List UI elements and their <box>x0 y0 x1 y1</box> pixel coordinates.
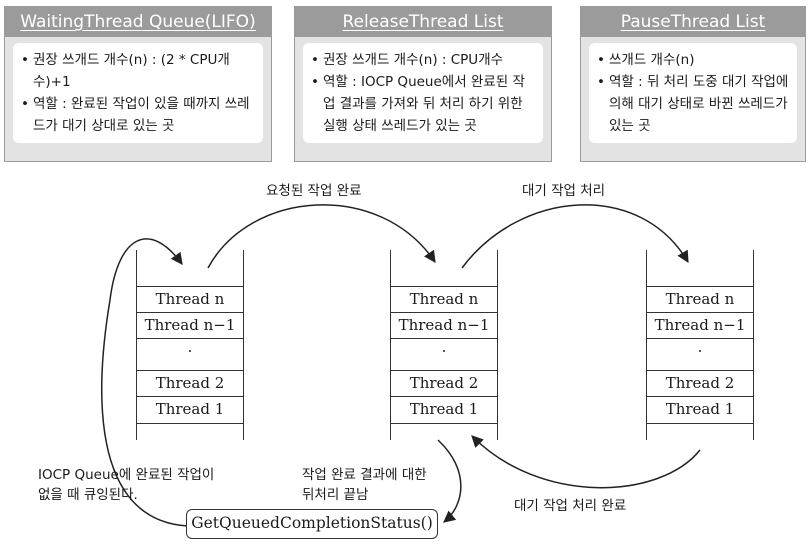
label-queued-line-1: IOCP Queue에 완료된 작업이 <box>38 467 215 483</box>
release-slot-thread-1: Thread 1 <box>391 396 497 424</box>
waiting-count-item: 권장 쓰개드 개수(n) : (2 * CPU개수)+1 <box>21 49 255 93</box>
waiting-slot-thread-1: Thread 1 <box>137 396 243 424</box>
waiting-thread-queue-title: WaitingThread Queue(LIFO) <box>5 7 271 37</box>
waiting-thread-stack: Thread n Thread n−1 · Thread 2 Thread 1 <box>136 250 244 440</box>
waiting-role-item: 역할 : 완료된 작업이 있을 때까지 쓰레드가 대기 상대로 있는 곳 <box>21 93 255 137</box>
pause-slot-thread-n: Thread n <box>647 286 753 312</box>
arrow-wait-process-done <box>471 435 701 489</box>
waiting-slot-thread-n-1: Thread n−1 <box>137 312 243 338</box>
pause-thread-list-title: PauseThread List <box>581 7 805 37</box>
pause-slot-ellipsis: · <box>647 338 753 364</box>
release-thread-stack: Thread n Thread n−1 · Thread 2 Thread 1 <box>390 250 498 440</box>
pause-thread-list-body: 쓰개드 개수(n) 역할 : 뒤 처리 도중 대기 작업에 의해 대기 상태로 … <box>589 43 797 143</box>
arrow-request-complete <box>207 204 436 269</box>
arrow-wait-process <box>461 204 689 269</box>
waiting-thread-queue-panel: WaitingThread Queue(LIFO) 권장 쓰개드 개수(n) :… <box>4 6 272 162</box>
pause-count-item: 쓰개드 개수(n) <box>597 49 789 71</box>
release-slot-thread-2: Thread 2 <box>391 370 497 396</box>
label-request-complete: 요청된 작업 완료 <box>266 183 362 199</box>
get-queued-completion-status-box: GetQueuedCompletionStatus() <box>186 509 438 539</box>
pause-slot-thread-n-1: Thread n−1 <box>647 312 753 338</box>
release-thread-list-title: ReleaseThread List <box>295 7 551 37</box>
release-slot-thread-n-1: Thread n−1 <box>391 312 497 338</box>
release-slot-thread-n: Thread n <box>391 286 497 312</box>
arrow-completion <box>437 439 462 523</box>
waiting-thread-queue-body: 권장 쓰개드 개수(n) : (2 * CPU개수)+1 역할 : 완료된 작업… <box>13 43 263 143</box>
arrow-queued <box>101 238 189 527</box>
label-wait-process: 대기 작업 처리 <box>522 183 606 199</box>
label-wait-process-done: 대기 작업 처리 완료 <box>514 498 627 514</box>
pause-slot-thread-2: Thread 2 <box>647 370 753 396</box>
label-completion-line-1: 작업 완료 결과에 대한 <box>302 467 427 483</box>
pause-thread-list-panel: PauseThread List 쓰개드 개수(n) 역할 : 뒤 처리 도중 … <box>580 6 806 162</box>
waiting-slot-thread-2: Thread 2 <box>137 370 243 396</box>
pause-role-item: 역할 : 뒤 처리 도중 대기 작업에 의해 대기 상태로 바뀐 쓰레드가 있는… <box>597 71 789 137</box>
pause-thread-stack: Thread n Thread n−1 · Thread 2 Thread 1 <box>646 250 754 440</box>
waiting-slot-thread-n: Thread n <box>137 286 243 312</box>
pause-slot-thread-1: Thread 1 <box>647 396 753 424</box>
label-completion-line-2: 뒤처리 끝남 <box>302 487 369 503</box>
release-thread-list-panel: ReleaseThread List 권장 쓰개드 개수(n) : CPU개수 … <box>294 6 552 162</box>
release-count-item: 권장 쓰개드 개수(n) : CPU개수 <box>311 49 535 71</box>
release-slot-ellipsis: · <box>391 338 497 364</box>
release-role-item: 역할 : IOCP Queue에서 완료된 작업 결과를 가져와 뒤 처리 하기… <box>311 71 535 137</box>
waiting-slot-ellipsis: · <box>137 338 243 364</box>
release-thread-list-body: 권장 쓰개드 개수(n) : CPU개수 역할 : IOCP Queue에서 완… <box>303 43 543 143</box>
label-queued-line-2: 없을 때 큐잉된다. <box>38 487 138 503</box>
